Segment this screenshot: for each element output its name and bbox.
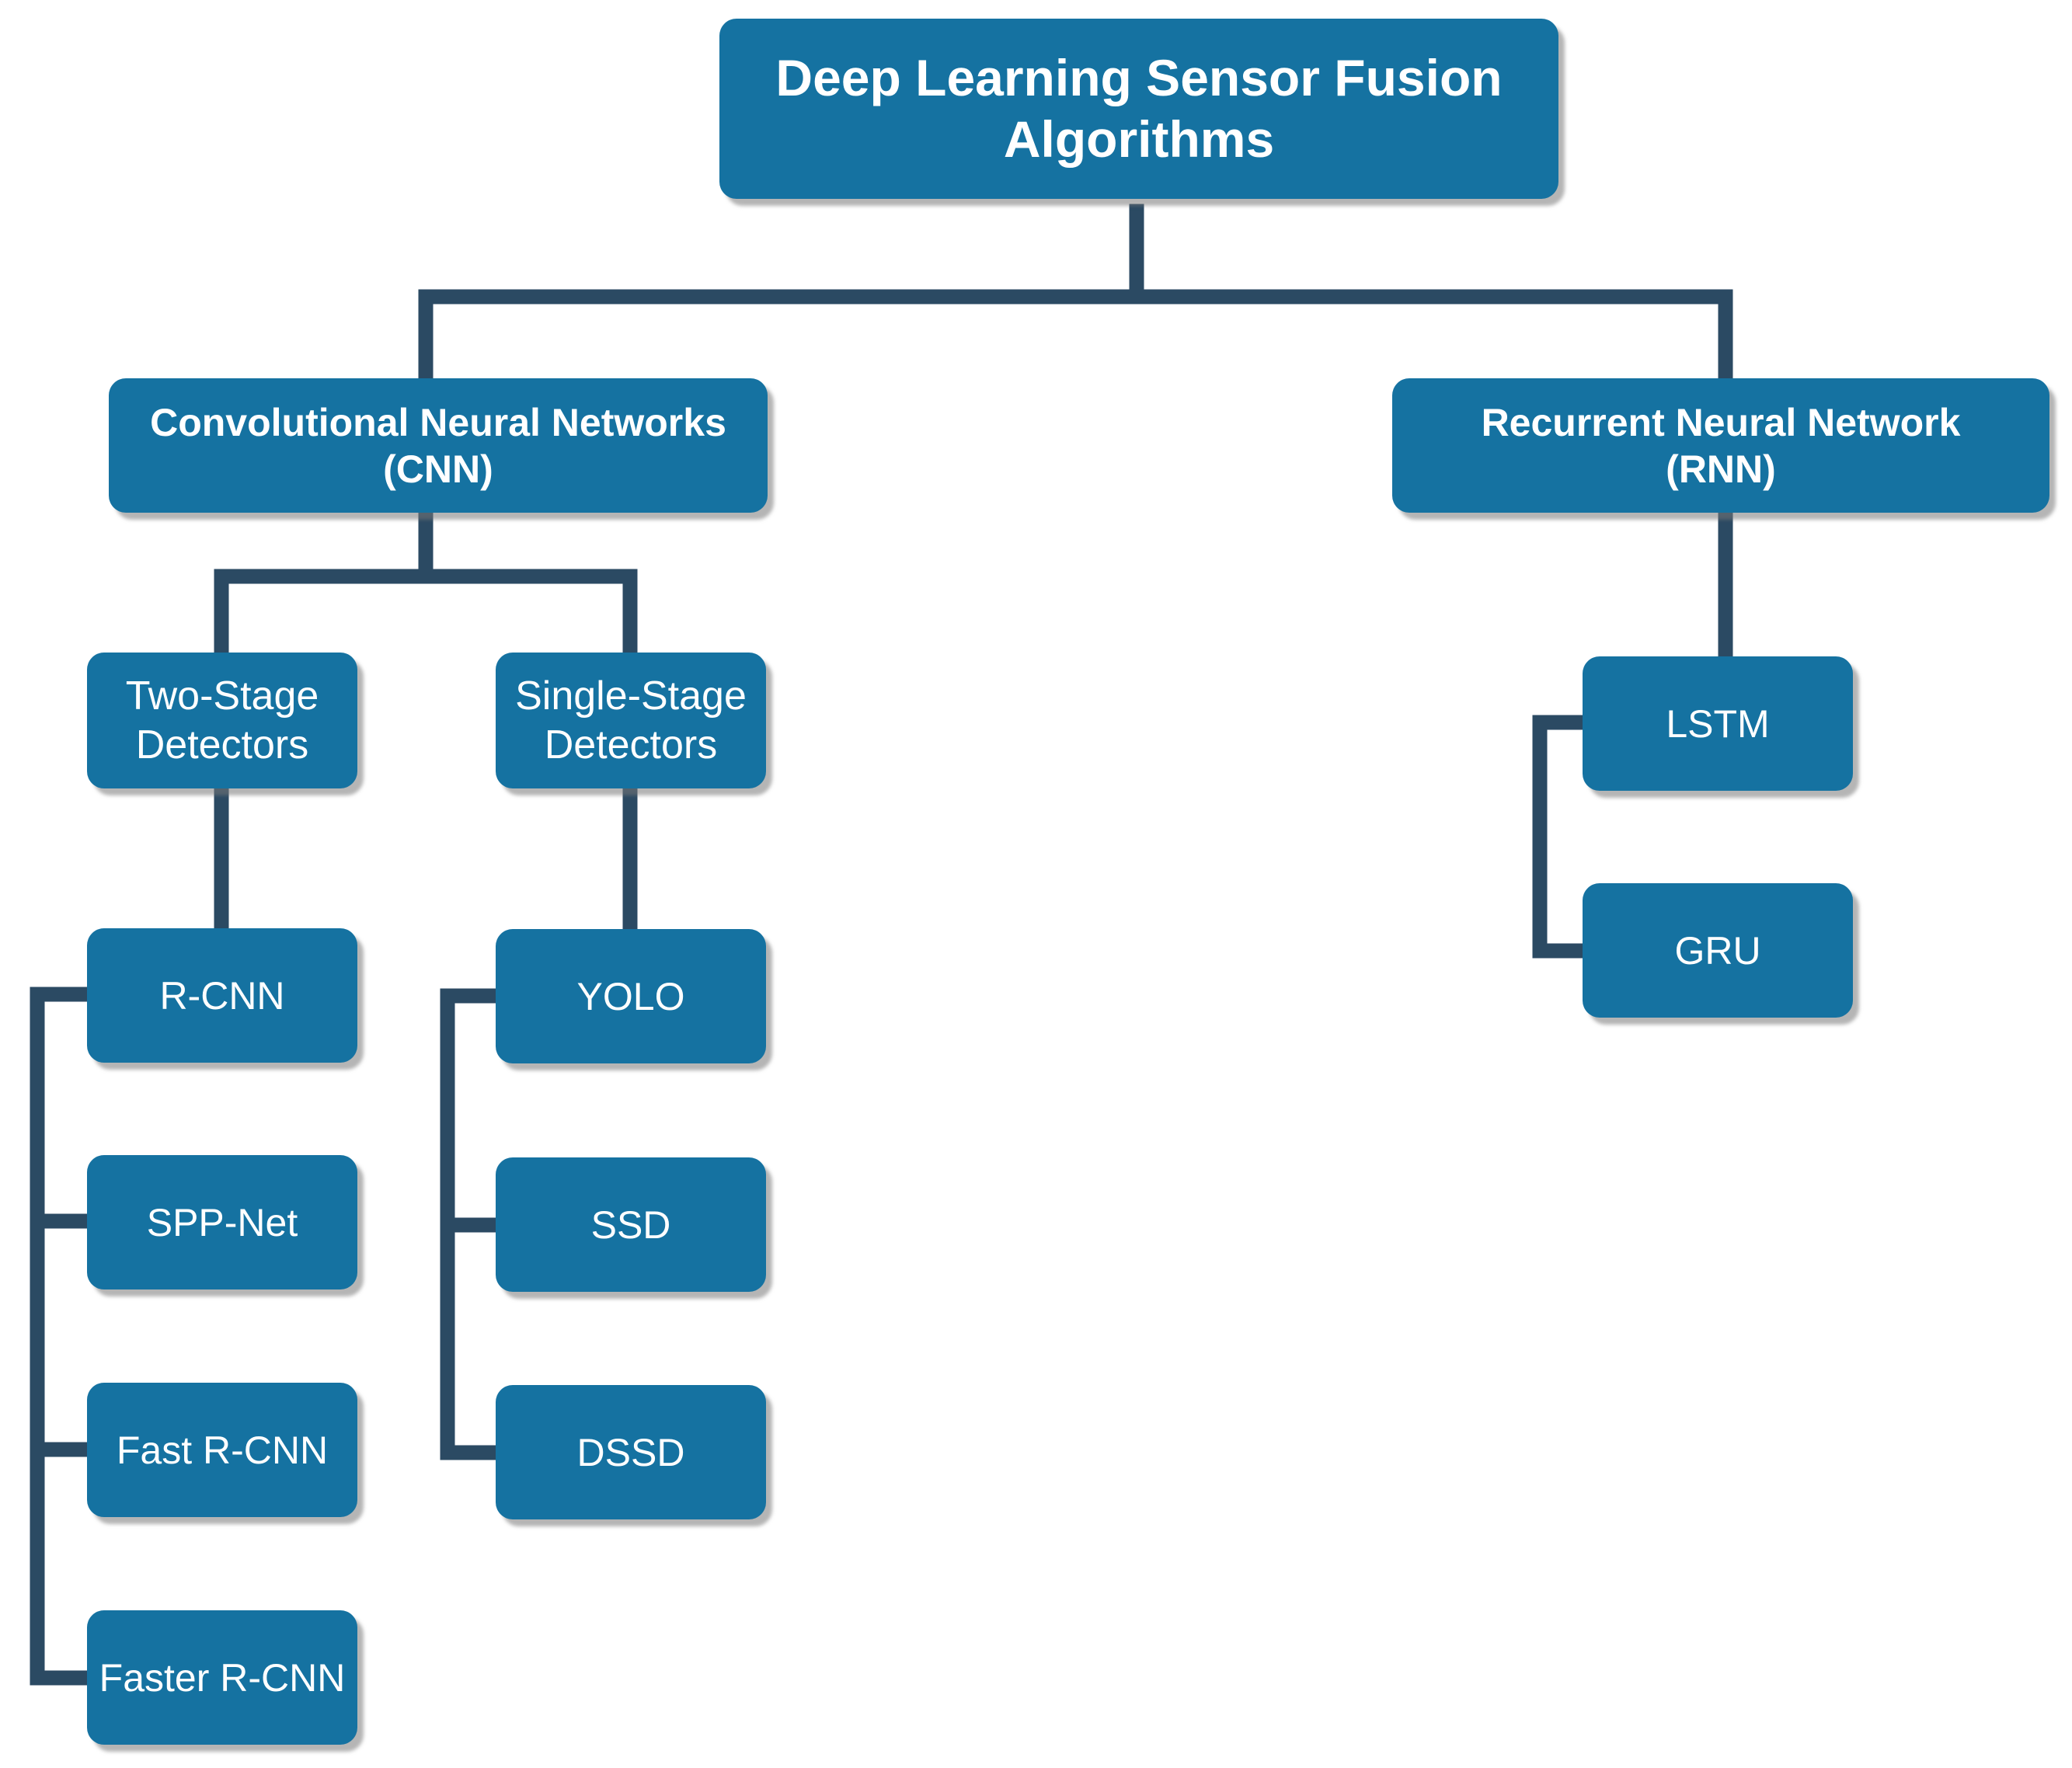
cnn-node: Convolutional Neural Networks (CNN) bbox=[109, 378, 768, 513]
root-title-line2: Algorithms bbox=[1003, 110, 1275, 168]
rnn-label-line1: Recurrent Neural Network bbox=[1481, 400, 1961, 444]
two-stage-label-line2: Detectors bbox=[135, 722, 309, 767]
root-title-line1: Deep Learning Sensor Fusion bbox=[775, 48, 1503, 106]
single-stage-label-line1: Single-Stage bbox=[515, 673, 747, 719]
two-stage-label-line1: Two-Stage bbox=[125, 673, 319, 719]
connector-two-stage-bracket bbox=[30, 987, 95, 1686]
lstm-node: LSTM bbox=[1583, 656, 1853, 791]
rnn-node: Recurrent Neural Network (RNN) bbox=[1392, 378, 2049, 513]
gru-node: GRU bbox=[1583, 883, 1853, 1018]
two-stage-detectors-node: Two-Stage Detectors bbox=[87, 653, 357, 788]
connector-detectors-bar bbox=[214, 569, 638, 660]
spp-net-node: SPP-Net bbox=[87, 1155, 357, 1289]
single-stage-detectors-node: Single-Stage Detectors bbox=[496, 653, 766, 788]
fast-r-cnn-node: Fast R-CNN bbox=[87, 1383, 357, 1517]
root-node: Deep Learning Sensor Fusion Algorithms bbox=[719, 19, 1558, 199]
connector-rnn-bracket bbox=[1532, 715, 1590, 959]
faster-r-cnn-node: Faster R-CNN bbox=[87, 1610, 357, 1745]
r-cnn-node: R-CNN bbox=[87, 928, 357, 1063]
cnn-label-line1: Convolutional Neural Networks bbox=[150, 400, 726, 444]
yolo-node: YOLO bbox=[496, 929, 766, 1063]
ssd-node: SSD bbox=[496, 1157, 766, 1292]
dssd-node: DSSD bbox=[496, 1385, 766, 1519]
cnn-label-line2: (CNN) bbox=[383, 447, 493, 491]
rnn-label-line2: (RNN) bbox=[1666, 447, 1776, 491]
single-stage-label-line2: Detectors bbox=[544, 722, 718, 767]
connector-level1-bar bbox=[418, 289, 1733, 386]
